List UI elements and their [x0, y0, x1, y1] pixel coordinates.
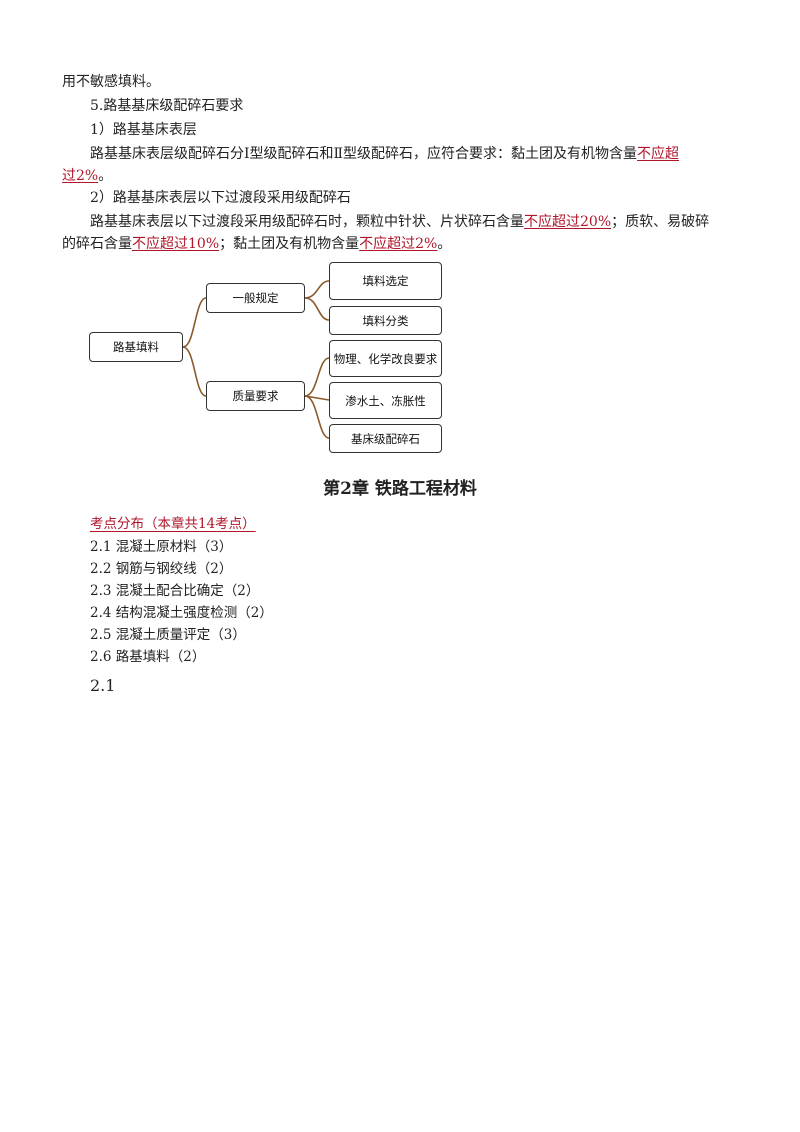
paragraph-surface-layer-cont: 过2%。	[62, 168, 113, 184]
highlight-limit: 过2%	[62, 168, 99, 184]
toc-item: 2.3 混凝土配合比确定（2）	[90, 583, 260, 599]
node-root: 路基填料	[89, 332, 183, 362]
subheading-2: 2）路基基床表层以下过渡段采用级配碎石	[90, 190, 351, 206]
paragraph-surface-layer: 路基基床表层级配碎石分Ⅰ型级配碎石和Ⅱ型级配碎石，应符合要求：黏土团及有机物含量…	[90, 146, 680, 162]
node-quality-requirements: 质量要求	[206, 381, 305, 411]
toc-title: 考点分布（本章共14考点）	[90, 516, 256, 532]
node-leaf: 物理、化学改良要求	[329, 340, 442, 377]
connector-branch2-leaf3	[304, 395, 330, 439]
toc-item: 2.5 混凝土质量评定（3）	[90, 627, 246, 643]
node-leaf: 基床级配碎石	[329, 424, 442, 453]
node-general-rules: 一般规定	[206, 283, 305, 313]
connector-root-branch2	[182, 346, 207, 397]
toc-item: 2.6 路基填料（2）	[90, 649, 206, 665]
paragraph-transition: 路基基床表层以下过渡段采用级配碎石时，颗粒中针状、片状碎石含量不应超过20%；质…	[90, 214, 710, 230]
highlight-limit: 不应超过10%	[132, 236, 220, 252]
node-leaf: 填料分类	[329, 306, 442, 335]
toc-item: 2.1 混凝土原材料（3）	[90, 539, 233, 555]
highlight-limit: 不应超过2%	[359, 236, 438, 252]
connector-root-branch1	[182, 297, 207, 348]
diagram-connectors	[182, 280, 330, 439]
toc-item: 2.4 结构混凝土强度检测（2）	[90, 605, 273, 621]
node-leaf: 填料选定	[329, 262, 442, 300]
paragraph-continuation: 用不敏感填料。	[62, 74, 160, 90]
subheading-1: 1）路基基床表层	[90, 122, 197, 138]
highlight-limit: 不应超过20%	[524, 214, 612, 230]
section-heading: 2.1	[90, 676, 116, 695]
node-leaf: 渗水土、冻胀性	[329, 382, 442, 419]
toc-item: 2.2 钢筋与钢绞线（2）	[90, 561, 233, 577]
chapter-title: 第2章 铁路工程材料	[323, 479, 477, 499]
connector-branch2-leaf1	[304, 357, 330, 397]
highlight-limit: 不应超	[637, 146, 680, 162]
section-heading-5: 5.路基基床级配碎石要求	[90, 98, 244, 114]
connector-branch1-leaf2	[304, 297, 330, 321]
connector-branch1-leaf1	[304, 280, 330, 299]
paragraph-transition-cont: 的碎石含量不应超过10%；黏土团及有机物含量不应超过2%。	[62, 236, 452, 252]
